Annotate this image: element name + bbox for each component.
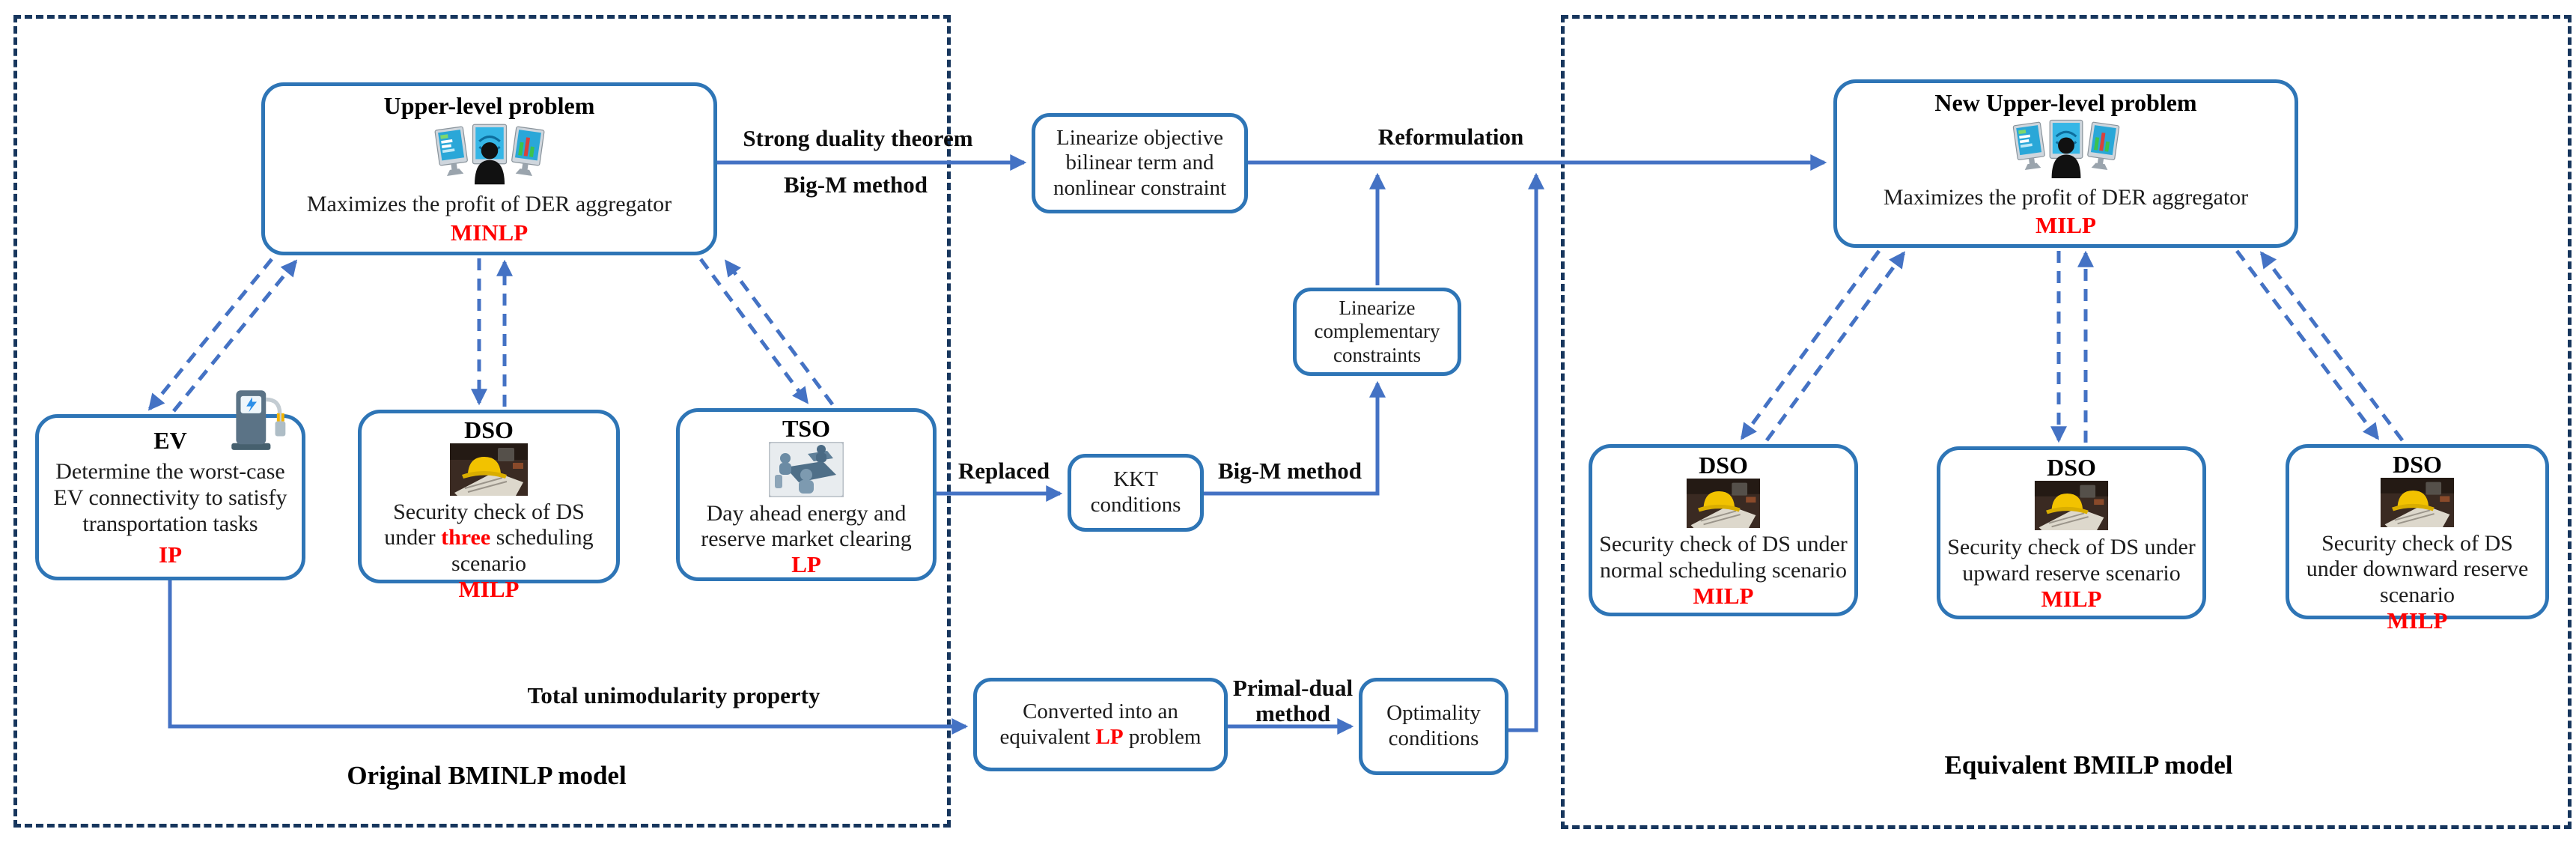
tso-title: TSO [782,415,831,442]
big-m-method-label-2: Big-M method [1217,458,1362,484]
ev-model-type: IP [159,541,182,568]
dso-upward-box: DSO Security check of DS under upward re… [1937,446,2206,619]
dso-upward-model-type: MILP [2041,586,2102,613]
hardhat-photo-icon [2033,481,2110,534]
linearize-complementary-body: Linearize complementary constraints [1314,297,1440,366]
hardhat-photo-icon [2378,477,2456,531]
ev-title: EV [153,426,187,454]
highlight-lp: LP [1095,724,1124,749]
dso-upward-body: Security check of DS under upward reserv… [1947,534,2196,586]
operator-monitors-icon [2010,118,2122,182]
dso-normal-model-type: MILP [1693,583,1754,610]
tso-body: Day ahead energy and reserve market clea… [701,500,912,552]
reformulation-label: Reformulation [1377,124,1524,150]
dso-left-body: Security check of DS under three schedul… [384,499,594,577]
dso-left-title: DSO [464,416,514,443]
linearize-objective-body: Linearize objective bilinear term and no… [1053,125,1227,200]
dso-left-box: DSO Security check of DS under three sch… [358,410,620,601]
tso-box: TSO Day ahead energy and reserve market … [676,408,937,581]
equivalent-model-label: Equivalent BMILP model [1944,750,2233,780]
hardhat-photo-icon [1684,478,1762,532]
kkt-conditions-box: KKT conditions [1068,454,1204,532]
total-unimodularity-label: Total unimodularity property [527,682,820,708]
hardhat-photo-icon [450,443,528,500]
linearize-objective-box: Linearize objective bilinear term and no… [1032,113,1248,213]
optimality-body: Optimality conditions [1386,701,1481,750]
dso-normal-title: DSO [1699,451,1748,479]
meeting-table-icon [767,440,845,501]
linearize-complementary-box: Linearize complementary constraints [1293,288,1461,376]
dso-left-model-type: MILP [458,575,520,602]
ev-body: Determine the worst-case EV connectivity… [53,459,287,536]
strong-duality-label: Strong duality theorem [743,125,973,151]
new-upper-level-body: Maximizes the profit of DER aggregator [1883,184,2249,210]
equivalent-bmilp-container [1561,15,2572,829]
kkt-body: KKT conditions [1090,467,1181,517]
dso-normal-body: Security check of DS under normal schedu… [1599,532,1848,583]
upper-level-title: Upper-level problem [383,92,595,120]
upper-level-model-type: MINLP [450,219,529,246]
dso-downward-box: DSO Security check of DS under downward … [2286,444,2549,632]
converted-lp-box: Converted into an equivalent LP problem [973,678,1228,771]
new-upper-level-model-type: MILP [2035,212,2096,239]
optimality-conditions-box: Optimality conditions [1359,678,1508,775]
dso-normal-box: DSO Security check of DS under normal sc… [1589,444,1858,616]
tso-model-type: LP [791,551,821,578]
highlight-three: three [441,525,491,550]
ev-charger-icon [222,383,291,456]
replaced-label: Replaced [957,458,1050,484]
big-m-method-label-1: Big-M method [783,171,928,198]
new-upper-level-title: New Upper-level problem [1934,88,2197,116]
upper-level-body: Maximizes the profit of DER aggregator [306,191,672,216]
upper-level-problem-box: Upper-level problem [261,82,717,255]
ev-box: EV Determine the worst-case EV connectiv… [35,390,305,580]
converted-lp-body: Converted into an equivalent LP problem [999,699,1202,749]
dso-downward-model-type: MILP [2387,607,2448,634]
dso-downward-title: DSO [2393,451,2442,478]
new-upper-level-problem-box: New Upper-level problem [1833,79,2298,248]
dso-upward-title: DSO [2047,453,2096,481]
operator-monitors-icon [433,122,546,189]
dso-downward-body: Security check of DS under downward rese… [2306,530,2529,608]
original-bminlp-container [13,15,951,828]
original-model-label: Original BMINLP model [347,761,627,790]
primal-dual-method-label: Primal-dual method [1232,675,1354,727]
